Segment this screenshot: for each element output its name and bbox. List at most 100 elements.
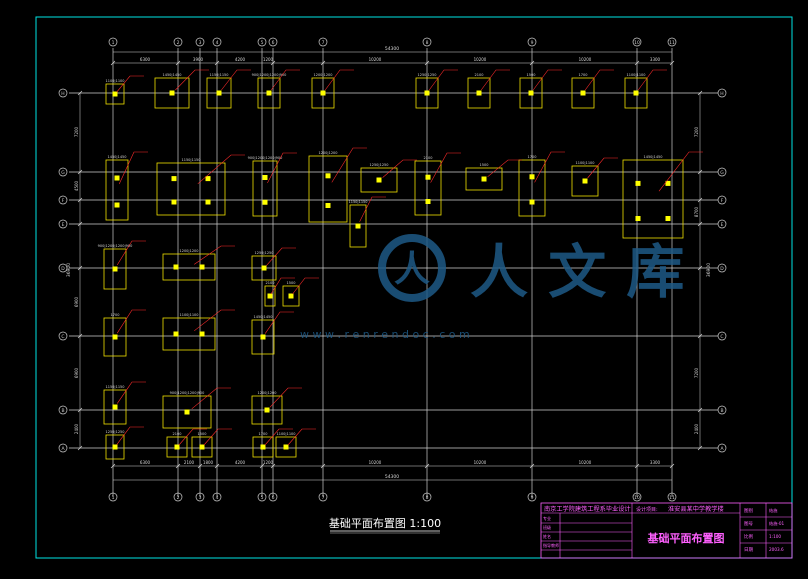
footing-leader-14: [331, 147, 367, 183]
footing-leader-17: [487, 159, 522, 178]
watermark-url: w w w . r e n r e n d o c . c o m: [300, 328, 470, 341]
axis-label-7: 7: [322, 495, 325, 501]
footing-size-label: 1250|1250: [370, 163, 389, 167]
column-13: [262, 199, 268, 205]
footing-size-label: 2100: [424, 156, 433, 160]
axis-bubble-3-bottom: [195, 492, 205, 502]
title-block-right-label-0: 图别: [744, 507, 753, 514]
dim-bottom-2: 1800: [203, 460, 214, 465]
column-35: [199, 444, 205, 450]
axis-label-2: 2: [177, 495, 180, 501]
title-block-row-1: 班级: [543, 524, 551, 530]
title-block-row-0: 专业: [543, 515, 551, 521]
column-2: [169, 90, 175, 96]
axis-label-5: 5: [261, 495, 264, 501]
footing-size-label: 1200|1200: [258, 391, 277, 395]
column-12: [171, 199, 177, 205]
title-block-right-value-1: 结施-01: [769, 520, 785, 527]
footing-size-label: 1500: [480, 163, 489, 167]
footing-37: [275, 436, 297, 458]
axis-bubble-11-bottom: [667, 492, 677, 502]
column-4: [266, 90, 272, 96]
footing-leader-37: [287, 428, 316, 446]
axis-bubble-11-top: [667, 37, 677, 47]
footing-size-label: 1150|1150: [210, 73, 229, 77]
axis-label-F: F: [721, 198, 724, 204]
column-23: [199, 264, 205, 270]
watermark-logo-icon: [378, 234, 446, 302]
title-block-right-label-1: 图号: [744, 521, 753, 527]
footing-10: [624, 77, 648, 109]
title-block-right-label-2: 比例: [744, 533, 753, 540]
axis-label-B: B: [720, 408, 723, 414]
footing-leader-29: [264, 311, 294, 334]
column-19: [582, 178, 588, 184]
dim-overall-top: 54300: [385, 46, 399, 52]
footing-leader-12: [197, 154, 245, 185]
column-30: [112, 404, 118, 410]
dim-bottom-8: 3300: [650, 460, 661, 465]
axis-label-1: 1: [112, 40, 115, 46]
axis-bubble-G-left: [58, 167, 68, 177]
column-16: [425, 199, 431, 204]
dim-bottom-3: 4200: [235, 460, 246, 465]
axis-label-2: 2: [177, 40, 180, 46]
axis-label-C: C: [720, 334, 723, 340]
title-block-right-value-3: 2003.6: [769, 547, 784, 552]
footing-size-label: 1250|1250: [106, 430, 125, 434]
footing-leader-30: [116, 381, 146, 404]
footing-5: [311, 77, 335, 109]
footing-9: [571, 77, 595, 109]
footing-size-label: 1700: [579, 73, 588, 77]
dim-top-1: 3900: [193, 57, 204, 62]
footing-size-label: 2100: [266, 281, 275, 285]
axis-label-F: F: [62, 198, 65, 204]
drawing-title: 基础平面布置图 1:100: [329, 517, 441, 530]
column-14: [325, 203, 331, 208]
axis-bubble-D-right: [717, 263, 727, 273]
title-block-school: 南京工学院建筑工程系毕业设计: [544, 505, 631, 513]
column-20: [665, 180, 671, 186]
dim-top-0: 6300: [140, 57, 151, 62]
axis-label-10: 10: [634, 40, 640, 46]
footing-leader-1: [116, 75, 144, 93]
column-12: [171, 176, 177, 182]
axis-label-H: H: [61, 91, 64, 97]
dim-right-0: 7200: [694, 126, 699, 137]
footing-27: [103, 317, 127, 357]
column-28: [199, 331, 205, 337]
footing-34: [166, 436, 188, 458]
footing-23: [162, 253, 216, 281]
axis-label-E: E: [721, 222, 724, 228]
footing-size-label: 2100: [173, 432, 182, 436]
axis-label-D: D: [61, 266, 65, 272]
axis-label-1: 1: [112, 495, 115, 501]
footing-leader-15: [382, 159, 417, 178]
title-block-row-3: 指导教师: [543, 542, 559, 548]
footing-1: [105, 83, 125, 105]
dim-bottom-5: 10200: [369, 460, 382, 465]
axis-bubble-7-top: [318, 37, 328, 47]
footing-32: [251, 395, 283, 425]
column-21: [355, 223, 361, 229]
footing-24: [251, 255, 277, 281]
axis-label-11: 11: [669, 495, 675, 501]
column-18: [529, 174, 535, 180]
dim-left-3: 6900: [74, 367, 79, 378]
axis-bubble-H-left: [58, 88, 68, 98]
axis-bubble-C-right: [717, 331, 727, 341]
footing-size-label: 1150|1150: [349, 200, 368, 204]
column-31: [184, 409, 190, 415]
axis-bubble-8-bottom: [422, 492, 432, 502]
axis-bubble-6-bottom: [268, 492, 278, 502]
axis-bubble-5-top: [257, 37, 267, 47]
footing-leader-20: [658, 151, 703, 192]
footing-size-label: 1450|1450: [163, 73, 182, 77]
column-14: [325, 173, 331, 179]
footing-leader-3: [221, 69, 251, 91]
footing-30: [103, 389, 127, 425]
column-29: [260, 334, 266, 340]
